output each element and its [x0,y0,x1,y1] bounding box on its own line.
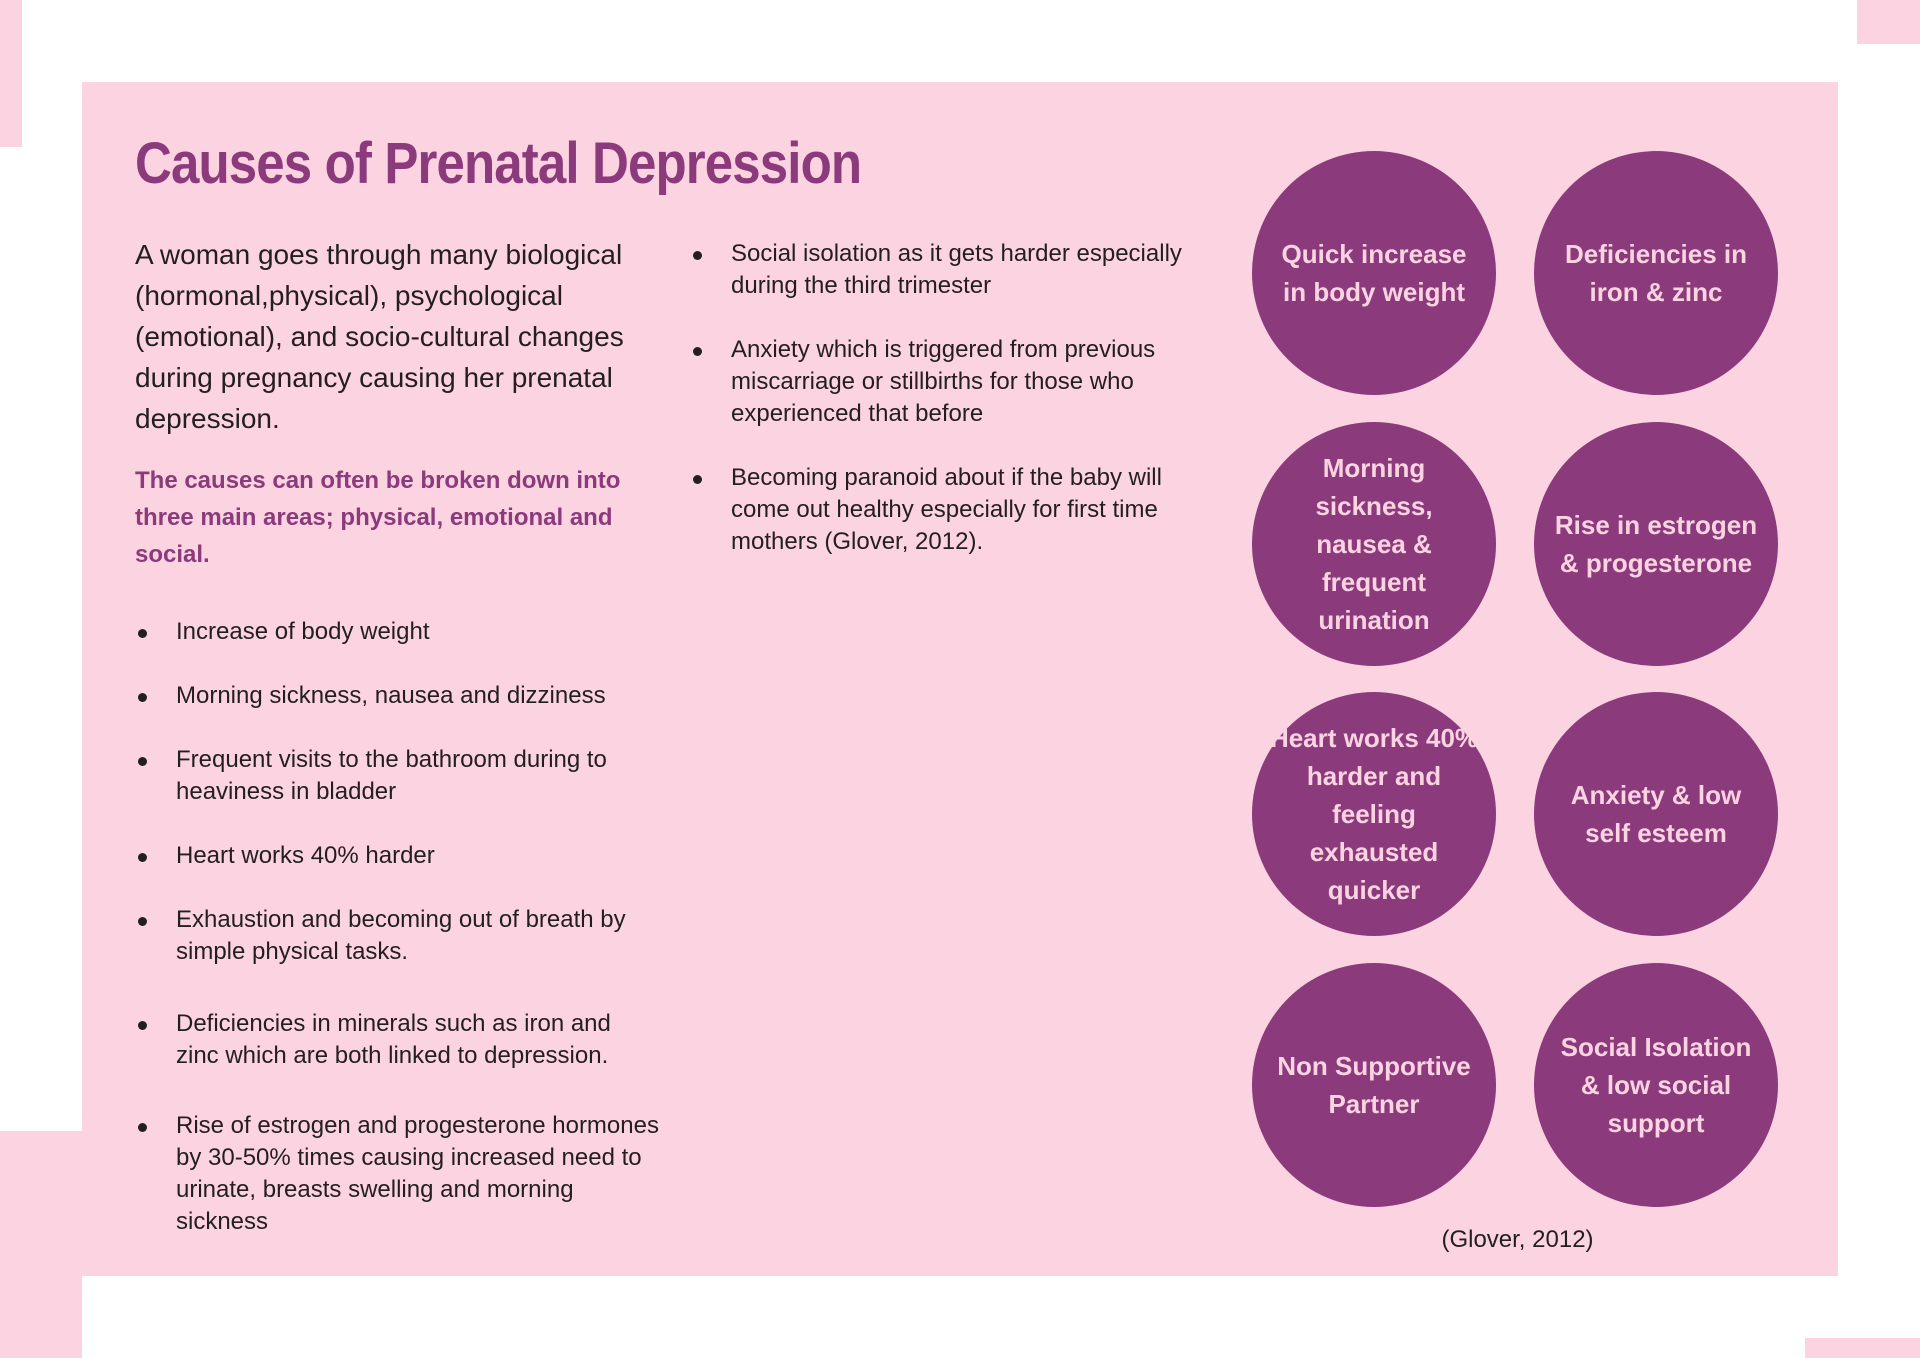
list-item: Deficiencies in minerals such as iron an… [135,1008,646,1072]
cause-circle-morning-sickness: Morning sickness, nausea & frequent urin… [1252,422,1496,666]
page-title: Causes of Prenatal Depression [135,131,862,196]
list-item: Anxiety which is triggered from previous… [690,334,1191,430]
causes-lead-paragraph: The causes can often be broken down into… [135,467,621,568]
cause-circle-label: Social Isolation & low social support [1560,1032,1752,1138]
list-item: Social isolation as it gets harder espec… [690,238,1211,302]
cause-circle-iron-zinc: Deficiencies in iron & zinc [1534,151,1778,395]
list-item: Becoming paranoid about if the baby will… [690,462,1191,558]
list-item: Morning sickness, nausea and dizziness [135,680,606,712]
intro-paragraph: A woman goes through many biological (ho… [135,239,624,434]
cause-circle-label: Rise in estrogen & progesterone [1554,510,1758,578]
cause-circle-label: Morning sickness, nausea & frequent urin… [1315,453,1433,635]
corner-decoration-bottom-right [1805,1338,1920,1358]
cause-circle-label: Anxiety & low self esteem [1570,780,1742,848]
cause-circle-partner: Non Supportive Partner [1252,963,1496,1207]
cause-circle-anxiety: Anxiety & low self esteem [1534,692,1778,936]
corner-decoration-top-right [1857,0,1920,44]
list-item: Exhaustion and becoming out of breath by… [135,904,666,968]
corner-decoration-bottom-left [0,1131,82,1358]
list-item: Rise of estrogen and progesterone hormon… [135,1110,666,1238]
list-item: Increase of body weight [135,616,430,648]
citation: (Glover, 2012) [1441,1226,1594,1253]
cause-circle-heart: Heart works 40% harder and feeling exhau… [1252,692,1496,936]
cause-circle-label: Non Supportive Partner [1277,1051,1471,1119]
cause-circle-label: Quick increase in body weight [1281,239,1467,307]
cause-circle-body-weight: Quick increase in body weight [1252,151,1496,395]
corner-decoration-top-left [0,0,22,147]
cause-circle-hormones: Rise in estrogen & progesterone [1534,422,1778,666]
cause-circle-social-isolation: Social Isolation & low social support [1534,963,1778,1207]
cause-circle-label: Heart works 40% harder and feeling exhau… [1269,723,1479,905]
cause-circle-label: Deficiencies in iron & zinc [1564,239,1748,307]
list-item: Frequent visits to the bathroom during t… [135,744,666,808]
list-item: Heart works 40% harder [135,840,435,872]
